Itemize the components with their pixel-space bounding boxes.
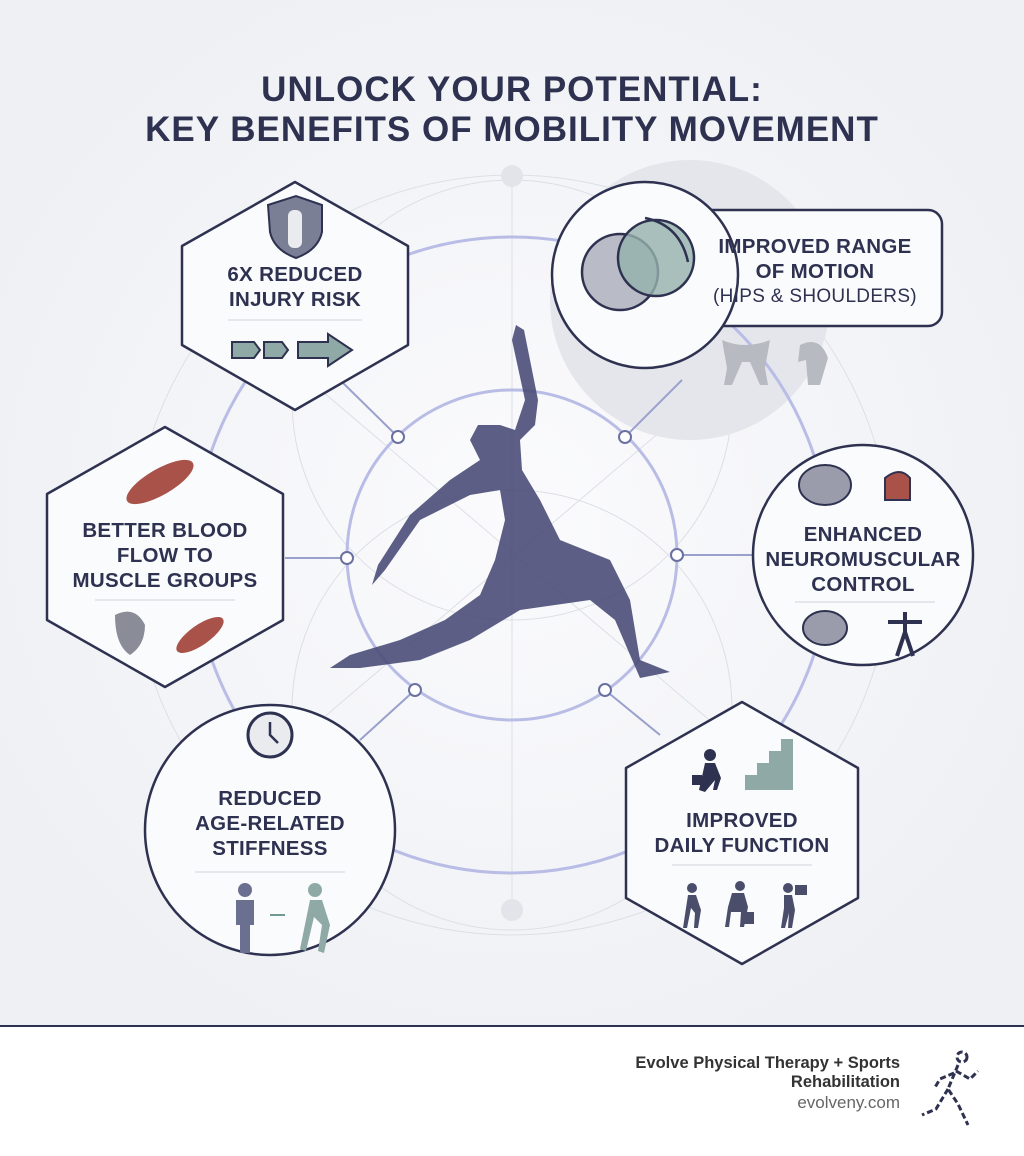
flexed-arm-icon <box>884 471 911 501</box>
benefit-title: CONTROL <box>811 573 915 596</box>
benefit-title: STIFFNESS <box>212 837 328 860</box>
daily-activity-icons <box>683 881 807 928</box>
benefit-title: REDUCED <box>218 787 322 810</box>
benefit-title: OF MOTION <box>755 260 875 283</box>
connector-lines <box>285 379 753 741</box>
muscle-small-icon <box>176 616 224 654</box>
card-injury-risk: 6X REDUCED INJURY RISK <box>195 262 395 312</box>
stairs-icon <box>745 739 793 790</box>
brand-name-line-1: Evolve Physical Therapy + Sports <box>635 1054 900 1072</box>
joint-bone-icon <box>288 210 302 248</box>
card-daily-function: IMPROVED DAILY FUNCTION <box>640 808 844 858</box>
runner-logo-icon <box>921 1050 980 1126</box>
muscle-icon <box>126 459 194 505</box>
benefit-title: AGE-RELATED <box>195 812 345 835</box>
benefit-title: IMPROVED RANGE <box>718 235 912 258</box>
benefit-subtitle: (HIPS & SHOULDERS) <box>713 286 917 307</box>
benefit-title: FLOW TO <box>55 543 275 568</box>
climber-head <box>704 749 716 761</box>
benefit-title: IMPROVED <box>686 809 798 832</box>
benefit-title: MUSCLE GROUPS <box>72 569 258 592</box>
walking-person-icon <box>300 900 330 953</box>
node-dot-top <box>501 165 523 187</box>
rotation-arrow-icon <box>644 216 690 263</box>
stiff-person-head <box>238 883 252 897</box>
benefit-title: INJURY RISK <box>228 288 362 311</box>
progress-arrow-icon <box>231 332 354 368</box>
website-link[interactable]: evolveny.com <box>797 1093 900 1112</box>
card-blood-flow: BETTER BLOOD FLOW TO MUSCLE GROUPS <box>55 518 275 593</box>
benefit-title: BETTER BLOOD <box>55 518 275 543</box>
diagram-graphics <box>45 160 975 966</box>
benefit-title: ENHANCED <box>803 523 923 546</box>
heart-icon <box>115 611 145 655</box>
brand-name: Evolve Physical Therapy + Sports Rehabil… <box>635 1054 900 1092</box>
benefit-title: DAILY FUNCTION <box>654 834 830 857</box>
benefit-title-part: FLOW TO <box>116 544 214 567</box>
benefit-title: NEUROMUSCULAR <box>765 548 961 571</box>
clock-hands <box>268 722 279 744</box>
card-blood-flow-shape <box>45 425 285 689</box>
title-line-2: KEY BENEFITS OF MOBILITY MOVEMENT <box>145 110 879 149</box>
ring-nodes <box>340 430 684 697</box>
brain-icon <box>798 464 852 506</box>
card-stiffness-shape <box>143 703 397 957</box>
brain-small-icon <box>802 610 848 646</box>
briefcase-icon <box>692 775 702 785</box>
dancer-silhouette <box>330 325 670 678</box>
card-stiffness: REDUCED AGE-RELATED STIFFNESS <box>170 786 370 861</box>
card-daily-function-shape <box>624 700 860 966</box>
benefit-title: 6X REDUCED <box>227 263 363 286</box>
person-standing-icon <box>888 612 922 657</box>
card-neuromuscular: ENHANCED NEUROMUSCULAR CONTROL <box>753 522 973 597</box>
benefit-title-part: BETTER BLOOD <box>82 519 248 542</box>
node-dot-bottom <box>501 899 523 921</box>
brand-name-line-2: Rehabilitation <box>790 1073 900 1091</box>
footer: Evolve Physical Therapy + Sports Rehabil… <box>0 1025 1024 1156</box>
badge-joiner <box>690 212 710 324</box>
venn-circle-right-icon <box>616 218 696 298</box>
stiff-person-icon <box>236 890 254 953</box>
card-range-of-motion: IMPROVED RANGE OF MOTION (HIPS & SHOULDE… <box>700 234 930 309</box>
walking-person-head <box>308 883 322 897</box>
hip-shoulder-icons <box>722 340 828 385</box>
title-line-1: UNLOCK YOUR POTENTIAL: <box>261 70 763 109</box>
climber-icon <box>699 763 721 792</box>
